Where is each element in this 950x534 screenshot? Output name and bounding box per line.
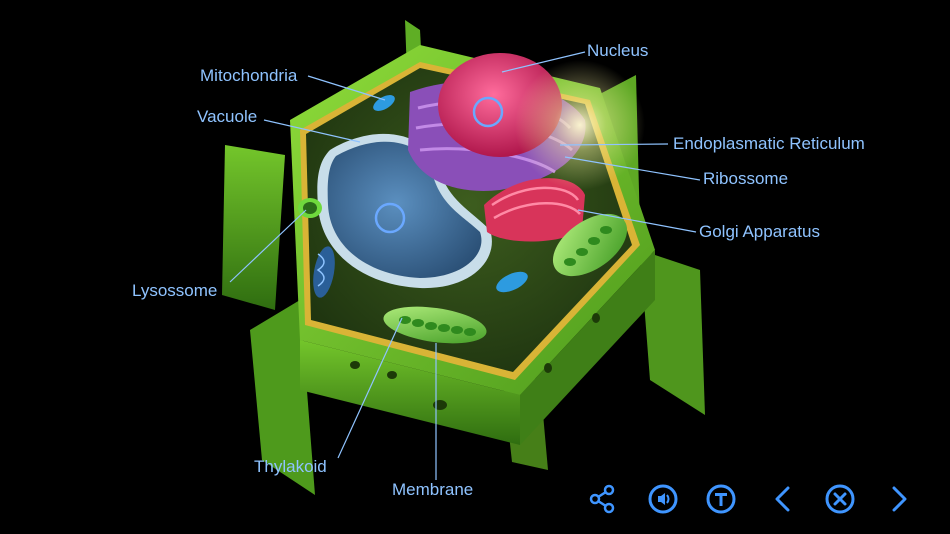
toolbar — [578, 476, 938, 522]
label-ribossome: Ribossome — [703, 169, 789, 188]
label-endoplasmatic-reticulum: Endoplasmatic Reticulum — [673, 134, 865, 153]
next-icon — [892, 486, 907, 512]
audio-icon — [648, 484, 678, 514]
share-button[interactable] — [580, 476, 626, 522]
share-icon — [589, 484, 615, 514]
audio-button[interactable] — [640, 476, 686, 522]
text-icon — [706, 484, 736, 514]
label-mitochondria: Mitochondria — [200, 66, 298, 85]
label-thylakoid: Thylakoid — [254, 457, 327, 476]
close-button[interactable] — [817, 476, 863, 522]
label-vacuole: Vacuole — [197, 107, 258, 126]
previous-icon — [775, 486, 790, 512]
label-nucleus: Nucleus — [587, 41, 649, 60]
label-lysossome: Lysossome — [132, 281, 218, 300]
label-golgi-apparatus: Golgi Apparatus — [699, 222, 820, 241]
close-icon — [825, 484, 855, 514]
next-button[interactable] — [876, 476, 922, 522]
previous-button[interactable] — [760, 476, 806, 522]
text-button[interactable] — [698, 476, 744, 522]
label-membrane: Membrane — [392, 480, 474, 499]
